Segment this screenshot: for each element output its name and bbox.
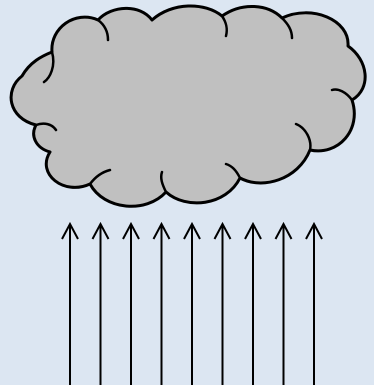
up-arrow-icon — [93, 224, 109, 385]
up-arrow-icon — [306, 224, 322, 385]
up-arrow-icon — [62, 224, 78, 385]
up-arrow-icon — [123, 224, 139, 385]
up-arrow-icon — [276, 224, 292, 385]
up-arrow-icon — [184, 224, 200, 385]
up-arrow-icon — [245, 224, 261, 385]
arrows-group — [62, 224, 322, 385]
up-arrow-icon — [215, 224, 231, 385]
cloud-icon — [11, 6, 365, 206]
up-arrow-icon — [154, 224, 170, 385]
